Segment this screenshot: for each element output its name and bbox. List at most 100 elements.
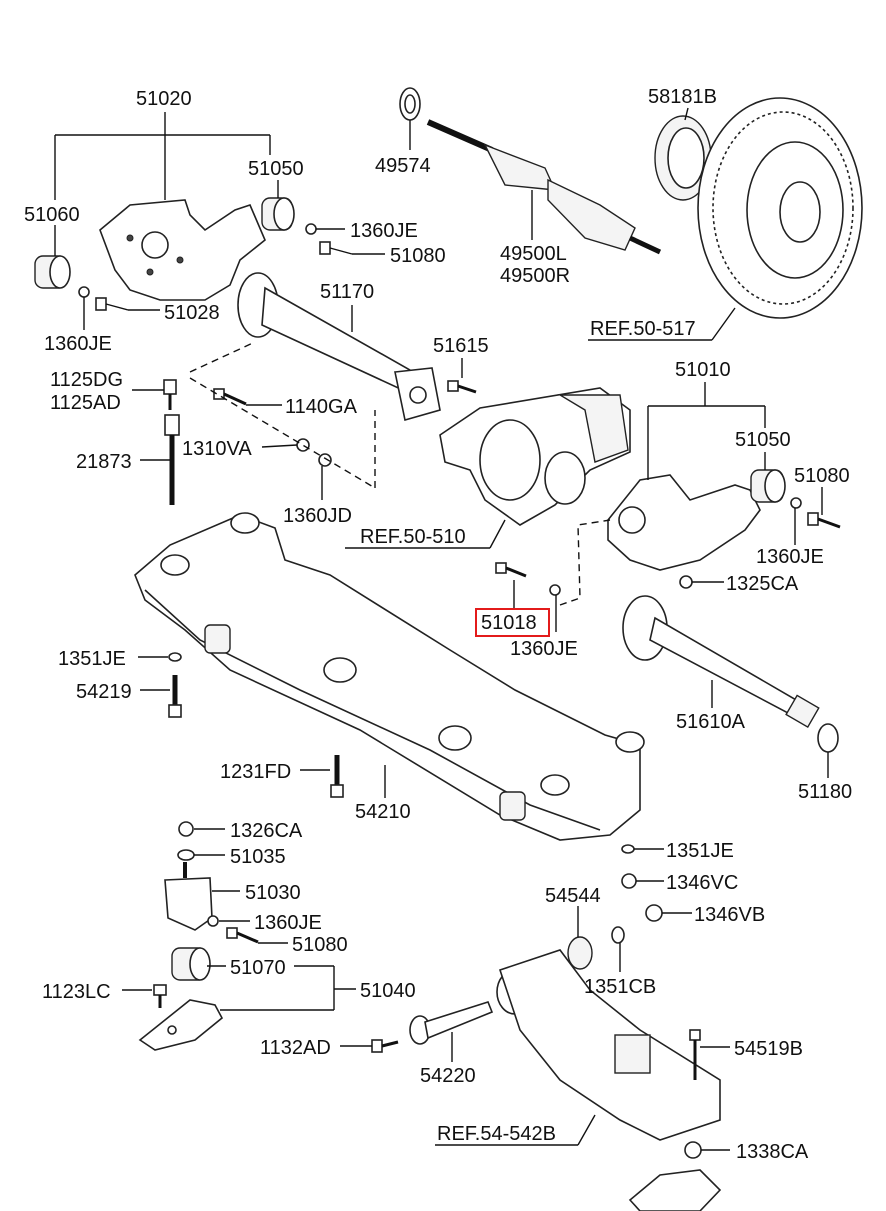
brake-disc <box>697 97 863 319</box>
label-1346vb: 1346VB <box>694 904 765 926</box>
label-51030: 51030 <box>245 882 301 904</box>
label-1325ca: 1325CA <box>726 573 799 595</box>
ball-joint <box>628 1169 722 1211</box>
label-51040: 51040 <box>360 980 416 1002</box>
label-49574: 49574 <box>375 155 431 177</box>
bolt-51028 <box>95 297 129 311</box>
label-51020: 51020 <box>136 88 192 110</box>
washer-1360jd <box>318 453 332 467</box>
label-51010: 51010 <box>675 359 731 381</box>
label-1310va: 1310VA <box>182 438 252 460</box>
crossmember-54210 <box>134 512 645 841</box>
label-1326ca: 1326CA <box>230 820 303 842</box>
bolt-51018 <box>495 562 527 578</box>
label-1360je-b: 1360JE <box>44 333 112 355</box>
label-51170: 51170 <box>320 281 374 303</box>
label-51610a: 51610A <box>676 711 746 733</box>
bolt-1140ga <box>213 388 247 406</box>
label-1346vc: 1346VC <box>666 872 738 894</box>
washer-1360je-c <box>790 497 802 509</box>
label-51070: 51070 <box>230 957 286 979</box>
bushing-51060 <box>34 255 71 289</box>
washer-1360je-e <box>207 915 219 927</box>
pin-21873 <box>164 414 180 505</box>
label-51050-right: 51050 <box>735 429 791 451</box>
bolt-1132ad <box>371 1039 399 1053</box>
washer-1360je-a <box>305 223 317 235</box>
label-51018: 51018 <box>481 612 537 634</box>
bolt-54519b <box>689 1029 701 1080</box>
label-51060: 51060 <box>24 204 80 226</box>
label-ref-54-542b: REF.54-542B <box>437 1123 556 1145</box>
differential-housing <box>439 387 631 526</box>
label-1360jd: 1360JD <box>283 505 352 527</box>
lower-control-arm <box>496 949 721 1141</box>
bolt-54219 <box>168 675 182 718</box>
pin-54220 <box>409 1001 494 1045</box>
nut-1325ca <box>679 575 693 589</box>
label-54519b: 54519B <box>734 1038 803 1060</box>
bushing-51050-right <box>750 469 786 503</box>
bolt-1123lc <box>153 984 167 1008</box>
part-labels: 51020 51050 51060 1360JE 51080 51028 136… <box>24 86 852 1163</box>
bolt-1231fd <box>330 755 344 798</box>
label-54210: 54210 <box>355 801 411 823</box>
bolt-51080-top <box>319 241 353 255</box>
label-51180: 51180 <box>798 781 852 803</box>
label-51028: 51028 <box>164 302 220 324</box>
bracket-51030 <box>164 862 213 931</box>
seal-49574 <box>399 87 421 121</box>
leader-lines <box>54 107 829 1151</box>
label-1132ad: 1132AD <box>260 1037 331 1059</box>
bolt-51080-right <box>807 512 841 529</box>
bumper-54544 <box>567 936 593 970</box>
bolt-51615 <box>447 380 477 394</box>
axle-shaft-51610a <box>622 595 820 728</box>
label-1338ca: 1338CA <box>736 1141 809 1163</box>
label-1360je-e: 1360JE <box>254 912 322 934</box>
bushing-51050-top <box>261 197 295 231</box>
bushing-51070 <box>171 947 211 981</box>
label-1123lc: 1123LC <box>42 981 111 1003</box>
nut-1310va <box>296 438 310 452</box>
label-1125ad: 1125AD <box>50 392 121 414</box>
washer-1351je-b <box>621 844 635 854</box>
nut-1346vb <box>645 904 663 922</box>
label-ref-50-510: REF.50-510 <box>360 526 466 548</box>
label-54220: 54220 <box>420 1065 476 1087</box>
label-49500r: 49500R <box>500 265 570 287</box>
label-ref-50-517: REF.50-517 <box>590 318 696 340</box>
label-51080-top: 51080 <box>390 245 446 267</box>
label-51080-lower: 51080 <box>292 934 348 956</box>
label-1360je-c: 1360JE <box>756 546 824 568</box>
label-1125dg: 1125DG <box>50 369 123 391</box>
nut-1346vc <box>621 873 637 889</box>
label-1231fd: 1231FD <box>220 761 291 783</box>
highlight-box-51018 <box>475 608 550 637</box>
washer-1360je-d <box>549 584 561 596</box>
cap-51180 <box>817 723 839 753</box>
label-58181b: 58181B <box>648 86 717 108</box>
label-1351je-b: 1351JE <box>666 840 734 862</box>
bracket-51040 <box>138 999 224 1051</box>
washer-1351cb <box>611 926 625 944</box>
label-54219: 54219 <box>76 681 132 703</box>
bolt-51080-lower <box>226 927 259 944</box>
label-51615: 51615 <box>433 335 489 357</box>
nut-1326ca <box>178 821 194 837</box>
label-21873: 21873 <box>76 451 132 473</box>
label-1351je-a: 1351JE <box>58 648 126 670</box>
label-51050-top: 51050 <box>248 158 304 180</box>
label-51080-right: 51080 <box>794 465 850 487</box>
label-1140ga: 1140GA <box>285 396 358 418</box>
label-49500l: 49500L <box>500 243 567 265</box>
washer-1351je-a <box>168 652 182 662</box>
washer-1360je-b <box>78 286 90 298</box>
washer-51035 <box>177 849 195 861</box>
label-51035: 51035 <box>230 846 286 868</box>
label-1360je-a: 1360JE <box>350 220 418 242</box>
drive-shaft-49500 <box>426 119 662 255</box>
label-54544: 54544 <box>545 885 601 907</box>
nut-1338ca <box>684 1141 702 1159</box>
